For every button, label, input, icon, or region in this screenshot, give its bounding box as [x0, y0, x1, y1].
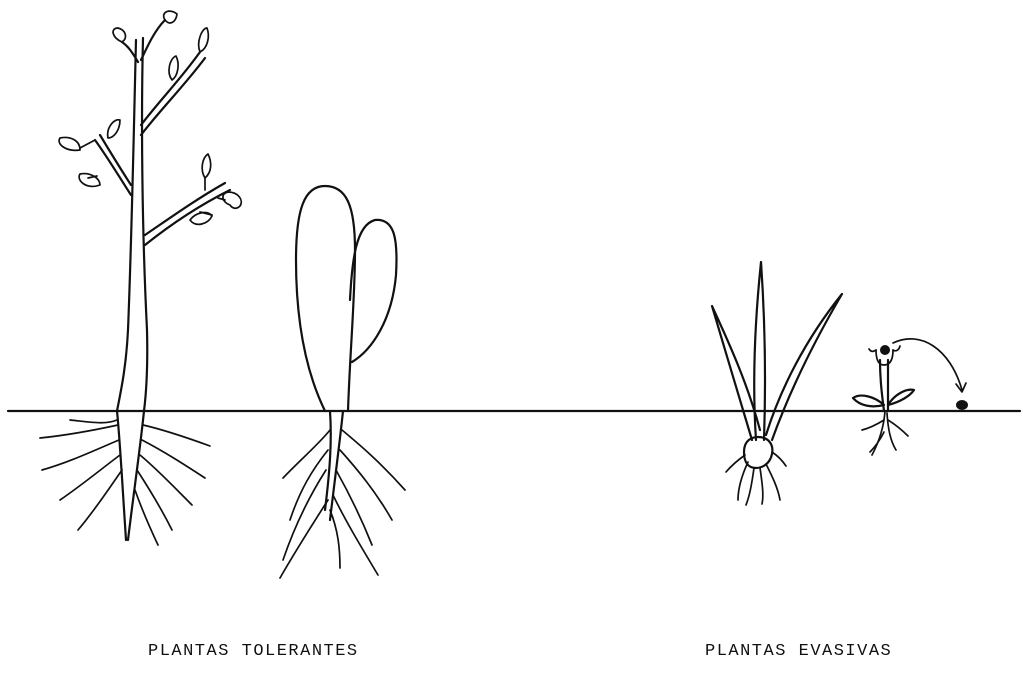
seedling-plant-icon	[853, 339, 968, 455]
tolerant-plants-label: PLANTAS TOLERANTES	[148, 642, 359, 661]
succulent-plant-icon	[280, 186, 405, 578]
grass-bulb-plant-icon	[712, 262, 842, 505]
evasive-plants-label: PLANTAS EVASIVAS	[705, 642, 892, 661]
tall-plant-icon	[40, 11, 241, 545]
